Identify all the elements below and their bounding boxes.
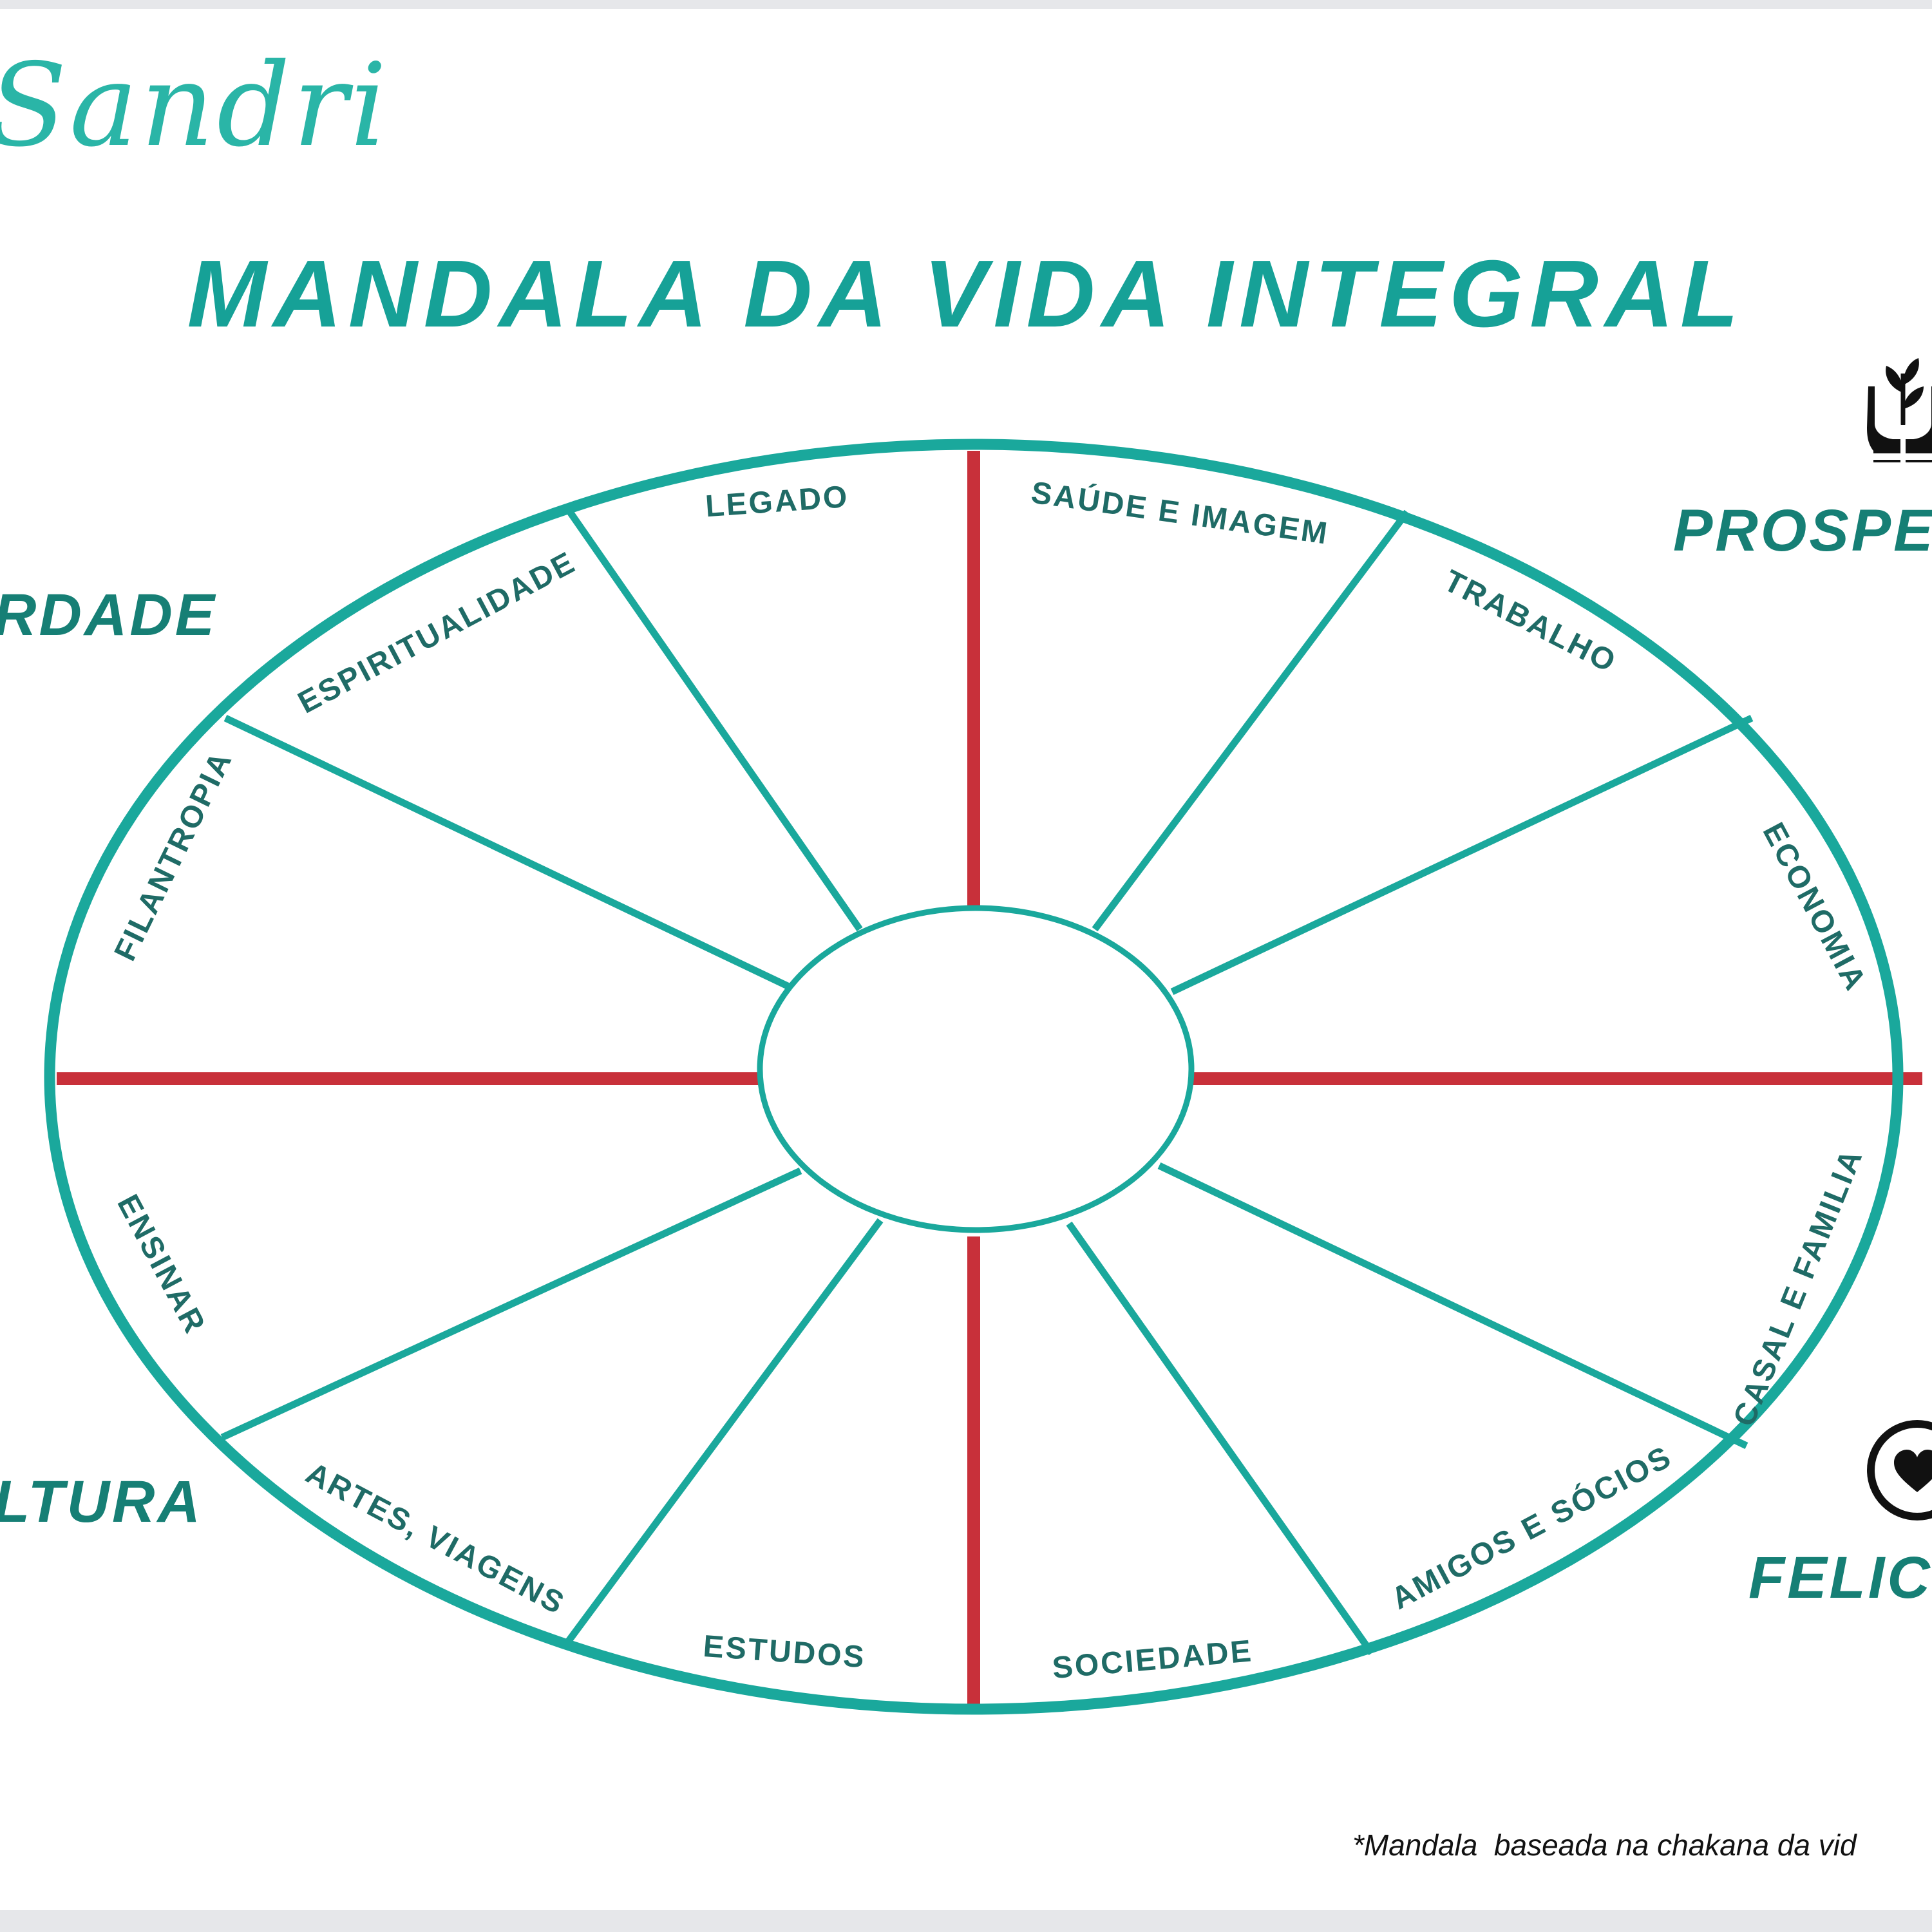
segment-label: LEGADO <box>705 480 850 524</box>
spoke-1 <box>567 509 863 932</box>
outer-ring <box>44 439 1904 1715</box>
footnote: *Mandala baseada na chakana da vid <box>1352 1828 1857 1862</box>
segment-label: ENSINAR <box>110 1189 212 1340</box>
spoke-6 <box>564 1218 884 1646</box>
spoke-2 <box>223 715 791 990</box>
quadrant-label-top-right: PROSPER <box>1673 498 1932 564</box>
spoke-5 <box>220 1168 802 1441</box>
segment-label: ESPIRITUALIDADE <box>292 545 581 721</box>
segment-label: ECONOMIA <box>1756 817 1873 997</box>
heart-icon <box>1864 1414 1932 1526</box>
segment-label: FILANTROPIA <box>108 745 240 966</box>
quadrant-label-bottom-right: FELICI <box>1748 1545 1932 1611</box>
quadrant-label-bottom-left: LTURA <box>0 1469 203 1535</box>
top-border <box>0 0 1932 9</box>
segment-label: TRABALHO <box>1439 564 1622 679</box>
segment-label: ESTUDOS <box>702 1629 867 1675</box>
spoke-3 <box>1092 509 1410 932</box>
segment-label: SOCIEDADE <box>1051 1634 1255 1685</box>
spoke-8 <box>1066 1221 1375 1656</box>
spoke-7 <box>1157 1162 1748 1449</box>
brand-logo: Sandri <box>0 39 390 172</box>
hands-plant-icon <box>1864 348 1932 470</box>
bottom-border <box>0 1910 1932 1932</box>
quadrant-label-top-left: RDADE <box>0 582 218 648</box>
spoke-4 <box>1170 715 1754 995</box>
page-title: MANDALA DA VIDA INTEGRAL <box>187 241 1745 347</box>
center-circle <box>757 905 1195 1233</box>
segment-label: AMIGOS E SÓCIOS <box>1385 1438 1678 1616</box>
